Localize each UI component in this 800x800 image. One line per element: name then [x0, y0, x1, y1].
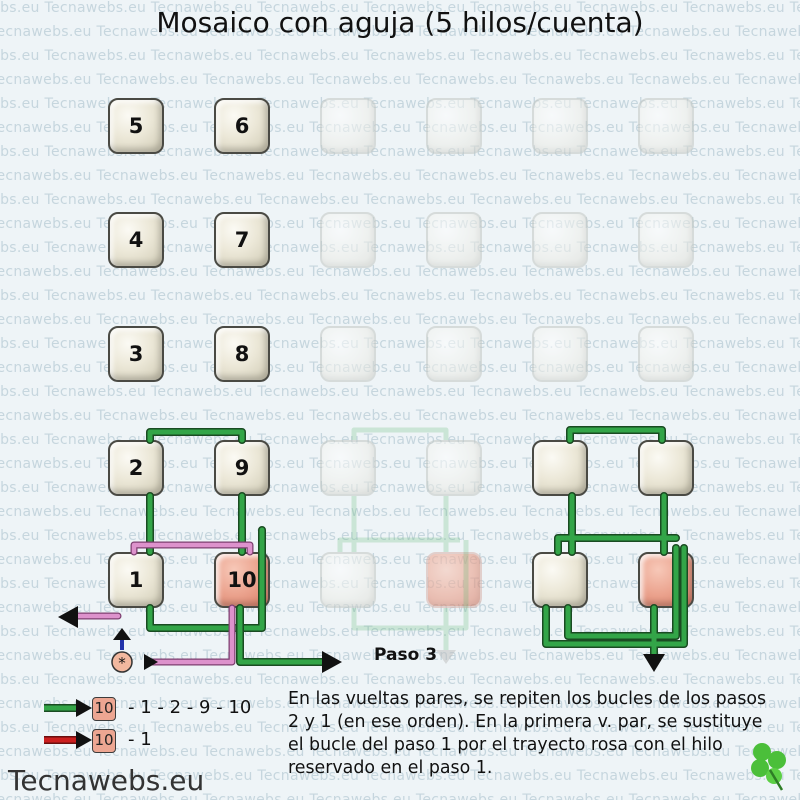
- description-text: En las vueltas pares, se repiten los buc…: [288, 689, 767, 778]
- bead-5: 5: [108, 98, 164, 154]
- diagram-title: Mosaico con aguja (5 hilos/cuenta): [156, 6, 644, 39]
- legend-green-sequence: - 1 - 2 - 9 - 10: [128, 697, 252, 718]
- bead-example: [532, 552, 588, 608]
- bead-faded: [532, 98, 588, 154]
- start-marker: [111, 651, 133, 673]
- bead-faded: [320, 98, 376, 154]
- bead-1: 1: [108, 552, 164, 608]
- legend-red-sequence: - 1: [128, 729, 152, 750]
- bead-3: 3: [108, 326, 164, 382]
- bead-faded: [320, 440, 376, 496]
- bead-4: 4: [108, 212, 164, 268]
- bead-7: 7: [214, 212, 270, 268]
- thread-green-exit: [236, 604, 329, 666]
- thread-pink: [72, 541, 254, 666]
- arrow-left-head: [58, 606, 78, 628]
- bead-faded: [320, 326, 376, 382]
- bead-8: 8: [214, 326, 270, 382]
- bead-faded: [638, 212, 694, 268]
- bead-faded: [426, 326, 482, 382]
- bead-faded: [532, 212, 588, 268]
- bead-6: 6: [214, 98, 270, 154]
- bead-faded: [426, 440, 482, 496]
- bead-example: [638, 440, 694, 496]
- arrow-small-right-head: [144, 654, 158, 670]
- step-label: Paso 3: [374, 645, 438, 665]
- legend-green-bead: 10: [92, 697, 116, 721]
- bead-faded: [426, 98, 482, 154]
- bead-2: 2: [108, 440, 164, 496]
- arrow-down-head: [643, 654, 665, 672]
- bead-faded: [320, 552, 376, 608]
- brand-logo-text: Tecnawebs.eu: [8, 764, 205, 797]
- bead-faded: [638, 98, 694, 154]
- thread-green-vertical: [146, 492, 266, 632]
- bead-faded: [638, 326, 694, 382]
- bead-faded: [426, 212, 482, 268]
- bead-example: [532, 440, 588, 496]
- legend-red-bead: 10: [92, 729, 116, 753]
- bead-faded: [320, 212, 376, 268]
- arrow-right-head: [322, 651, 342, 673]
- bead-faded-pink: [426, 552, 482, 608]
- shamrock-icon: [751, 743, 786, 791]
- bead-faded: [532, 326, 588, 382]
- start-symbol: *: [118, 654, 126, 672]
